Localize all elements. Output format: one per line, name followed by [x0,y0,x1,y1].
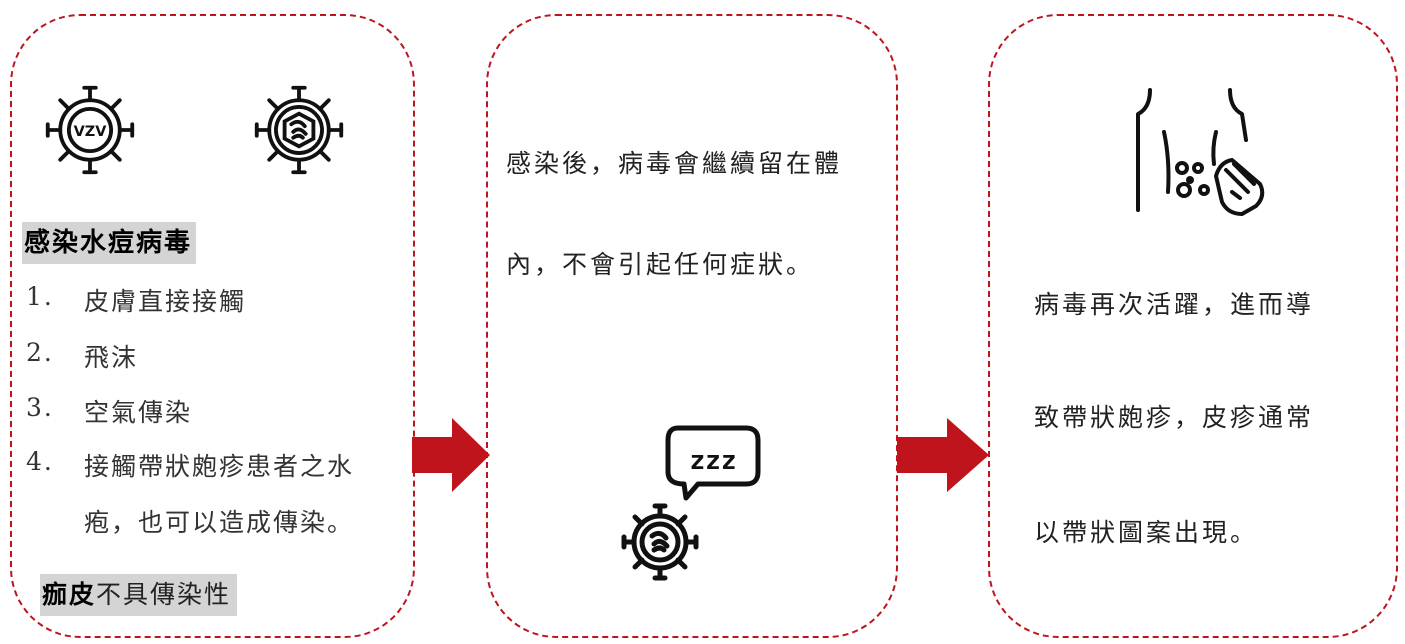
panel-latency [486,14,898,638]
arrow-right-icon [412,418,490,492]
scab-note: 痂皮不具傳染性 [40,574,238,616]
latency-text-line: 感染後，病毒會繼續留在體 [506,149,843,178]
scab-note-bold: 痂皮 [42,580,97,609]
list-item-text: 皮膚直接接觸 [84,287,247,316]
sleep-zzz: zzz [690,446,737,476]
reactivation-text-line: 以帶狀圖案出現。 [1034,518,1259,547]
list-item-text: 接觸帶狀皰疹患者之水 [84,452,355,481]
scab-note-text: 不具傳染性 [96,580,232,609]
sleeping-virus-icon: zzz [621,425,761,581]
panel-infection [10,14,415,638]
panel-reactivation [988,14,1398,638]
vzv-label: VZV [74,124,108,140]
reactivation-text-line: 病毒再次活躍，進而導 [1034,290,1315,319]
list-item-number: 1. [26,282,54,311]
list-item-number: 3. [26,393,54,422]
reactivation-text-line: 致帶狀皰疹，皮疹通常 [1034,403,1315,432]
infection-heading: 感染水痘病毒 [22,222,197,264]
list-item-text: 飛沫 [84,343,139,372]
vzv-virus-icon: VZV [45,85,135,175]
arrow-right-icon [897,418,989,492]
virus-icon [254,85,344,175]
list-item-continuation: 疱，也可以造成傳染。 [84,508,355,537]
list-item-number: 2. [26,338,54,367]
list-item-number: 4. [26,447,54,476]
latency-text-line: 內，不會引起任何症狀。 [506,250,815,279]
rash-body-icon [1136,88,1265,216]
list-item-text: 空氣傳染 [84,398,193,427]
